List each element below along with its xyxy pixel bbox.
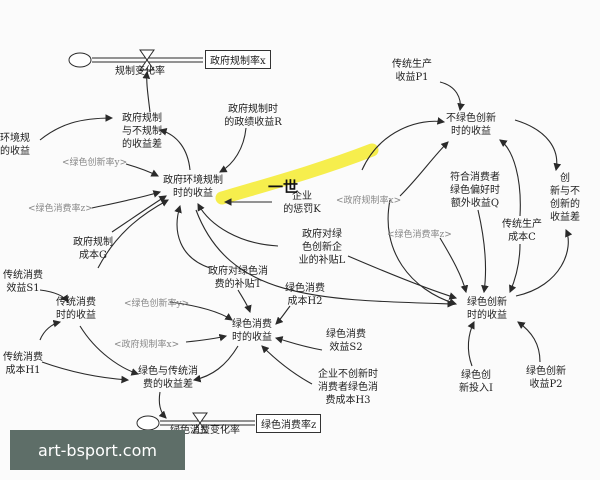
stock-gov-reg-rate: 政府规制率x xyxy=(205,50,271,69)
shadow-green-innov-y-2: <绿色创新率y> xyxy=(124,299,190,309)
shadow-green-consume-z-1: <绿色消费率z> xyxy=(28,204,93,214)
arrow-greenz3-to-greeninnov xyxy=(439,237,469,294)
highlight-stroke xyxy=(215,143,379,205)
arrow-greeninnov-to-diff xyxy=(515,228,573,297)
label-gov-green-subsidy-t: 政府对绿色消 费的补贴T xyxy=(208,266,268,290)
arrow-govx3-to-nongreen xyxy=(399,141,449,197)
arrow-diff-to-ratechange xyxy=(142,70,151,113)
cloud-icon-top xyxy=(68,52,92,68)
shadow-gov-reg-x-2: <政府规制率x> xyxy=(114,340,180,350)
label-trad-cost-c: 传统生产 成本C xyxy=(502,219,542,243)
valve-icon-top xyxy=(139,49,155,71)
shadow-green-innov-y-1: <绿色创新率y> xyxy=(62,158,128,168)
arrow-big-loop-left xyxy=(195,209,456,308)
label-gov-env-left: 环境规 的收益 xyxy=(0,133,30,157)
stock-green-consume-rate: 绿色消费率z xyxy=(256,414,322,433)
label-nongreen-consumer-h3: 企业不创新时 消费者绿色消 费成本H3 xyxy=(318,369,378,406)
arrow-c-to-nongreen xyxy=(499,139,521,217)
arrow-p2-to-greeninnov xyxy=(517,321,541,363)
arrow-c-to-greeninnov xyxy=(509,243,521,294)
label-green-trad-diff: 绿色与传统消 费的收益差 xyxy=(138,366,198,390)
arrow-h1-to-diff xyxy=(41,361,130,384)
arrow-greenz-to-envbenefit xyxy=(91,190,162,209)
arrow-big-loop-top xyxy=(361,117,446,171)
arrow-nongreen-to-diff xyxy=(514,119,562,172)
label-gov-subsidy-l: 政府对绿 色创新企 业的补贴L xyxy=(298,229,346,266)
watermark-banner: art-bsport.com xyxy=(10,430,185,470)
shadow-green-consume-z-2: <绿色消费率z> xyxy=(387,230,452,240)
label-green-consume-h2: 绿色消费 成本H2 xyxy=(285,283,325,307)
label-green-innov-p2: 绿色创新 收益P2 xyxy=(526,366,566,390)
arrow-h3-to-greenbenefit xyxy=(261,345,313,385)
label-trad-consume-s1: 传统消费 效益S1 xyxy=(3,270,43,294)
arrow-subsidyT-to-greenbenefit xyxy=(237,289,252,314)
arrow-perf-to-envbenefit xyxy=(219,127,247,173)
label-gov-reg-perf: 政府规制时 的政绩收益R xyxy=(224,104,282,128)
arrow-tradbenefit-to-diff xyxy=(79,325,140,376)
arrow-left-to-diff xyxy=(39,114,114,141)
label-green-invest-i: 绿色创 新投入I xyxy=(459,370,493,394)
label-gov-reg-diff: 政府规制 与不规制 的收益差 xyxy=(122,113,162,150)
arrow-greeny2-to-greenbenefit xyxy=(169,301,233,321)
label-reg-change-rate: 规制变化率 xyxy=(115,66,165,77)
label-green-innov-benefit: 绿色创新 时的收益 xyxy=(467,297,507,321)
arrow-p1-to-nongreen xyxy=(439,81,465,112)
label-green-consume-s2: 绿色消费 效益S2 xyxy=(326,329,366,353)
shadow-gov-reg-x-1: <政府规制率x> xyxy=(336,196,402,206)
arrow-s1-to-tradbenefit xyxy=(39,289,69,303)
label-gov-env-benefit: 政府环境规制 时的收益 xyxy=(163,175,223,199)
label-penalty-k: 企业 的惩罚K xyxy=(283,191,321,215)
label-trad-consume-benefit: 传统消费 时的收益 xyxy=(56,297,96,321)
label-innov-diff: 创 新与不 创新的 收益差 xyxy=(550,173,580,223)
label-trad-prod-p1: 传统生产 收益P1 xyxy=(392,59,432,83)
label-trad-consume-h1: 传统消费 成本H1 xyxy=(3,352,43,376)
arrow-h2-to-greenbenefit xyxy=(275,305,291,325)
cloud-icon-bottom xyxy=(136,415,160,431)
arrow-q-to-greeninnov xyxy=(477,209,489,294)
valve-icon-bottom xyxy=(192,412,208,434)
arrow-subsidyL-to-envbenefit xyxy=(197,203,279,247)
label-gov-reg-cost: 政府规制 成本G xyxy=(73,237,113,261)
arrow-envbenefit-to-diff xyxy=(158,128,191,171)
label-nongreen-innov: 不绿色创新 时的收益 xyxy=(446,113,496,137)
arrow-h1-to-tradbenefit xyxy=(39,319,62,341)
arrow-big-loop-mid xyxy=(387,199,458,306)
arrow-diff-to-change xyxy=(158,391,167,419)
arrow-s2-to-greenbenefit xyxy=(274,336,323,351)
arrow-L-to-greeninnov xyxy=(347,255,458,300)
label-green-pref-q: 符合消费者 绿色偏好时 额外收益Q xyxy=(450,172,500,209)
arrow-cost-to-envbenefit xyxy=(111,195,167,233)
arrow-loop-tradbenefit xyxy=(97,199,169,269)
arrow-govx2-to-greenbenefit xyxy=(185,333,228,343)
arrow-subsidyT-to-envbenefit xyxy=(174,204,211,269)
arrow-i-to-greeninnov xyxy=(467,321,475,367)
label-green-consume-change: 绿色消费变化率 xyxy=(170,425,240,436)
arrow-greeny-to-envbenefit xyxy=(125,163,159,177)
stamp-mark: 一世 xyxy=(268,178,299,196)
label-green-consume-benefit: 绿色消费 时的收益 xyxy=(232,319,272,343)
arrow-greenbenefit-to-diff xyxy=(192,345,239,383)
